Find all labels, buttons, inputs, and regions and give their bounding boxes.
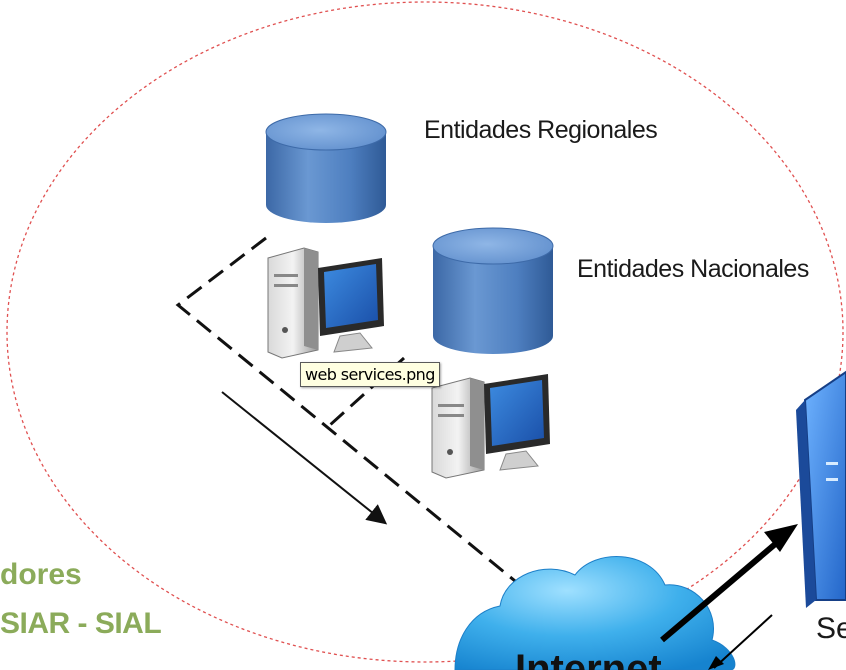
cloud-icon <box>454 556 736 670</box>
server-label-partial: Se <box>816 612 846 645</box>
desktop-computer-icon <box>267 247 384 359</box>
thin-arrow-to-cloud <box>713 614 773 669</box>
database-icon <box>432 227 554 354</box>
server-icon <box>796 370 846 608</box>
left-caption-line2: SIAR - SIAL <box>0 607 162 640</box>
entidades-nacionales-label: Entidades Nacionales <box>577 255 809 283</box>
bold-arrow-to-server <box>660 537 782 643</box>
desktop-computer-icon <box>431 374 550 479</box>
bold-arrow-head <box>764 524 798 552</box>
database-icon <box>265 113 387 223</box>
thin-arrow-head <box>708 656 724 670</box>
left-caption-line1: dores <box>0 558 82 591</box>
flow-arrow <box>221 391 388 525</box>
network-boundary-ellipse <box>6 1 844 663</box>
filename-tooltip: web services.png <box>300 362 440 387</box>
entidades-regionales-label: Entidades Regionales <box>424 116 658 144</box>
dashed-link-regional <box>175 236 549 610</box>
cloud-label-partial: Internet <box>515 647 662 670</box>
